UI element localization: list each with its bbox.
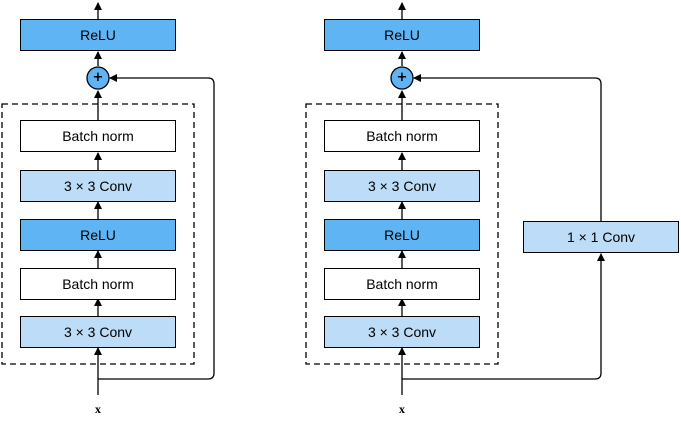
right-shortcut-to-1x1conv [402, 253, 605, 380]
right-1x1conv-to-plus [413, 74, 602, 221]
right-batch-norm-2-box: Batch norm [324, 268, 480, 300]
right-conv-1-box: 3 × 3 Conv [324, 316, 480, 348]
left-plus-circle [86, 66, 110, 90]
left-skip-connection [98, 74, 215, 380]
right-conv-2-box: 3 × 3 Conv [324, 170, 480, 202]
left-relu-mid-box: ReLU [20, 219, 176, 251]
left-top-relu-box: ReLU [20, 19, 176, 51]
left-conv-1-box: 3 × 3 Conv [20, 316, 176, 348]
right-shortcut-1x1-conv-box: 1 × 1 Conv [523, 221, 679, 253]
right-plus-circle [390, 66, 414, 90]
right-plus-symbol: + [396, 70, 408, 85]
left-batch-norm-1-box: Batch norm [20, 120, 176, 152]
right-relu-mid-box: ReLU [324, 219, 480, 251]
right-batch-norm-1-box: Batch norm [324, 120, 480, 152]
right-input-label: x [399, 402, 405, 416]
left-batch-norm-2-box: Batch norm [20, 268, 176, 300]
left-conv-2-box: 3 × 3 Conv [20, 170, 176, 202]
left-plus-symbol: + [92, 70, 104, 85]
left-input-label: x [95, 402, 101, 416]
right-top-relu-box: ReLU [324, 19, 480, 51]
